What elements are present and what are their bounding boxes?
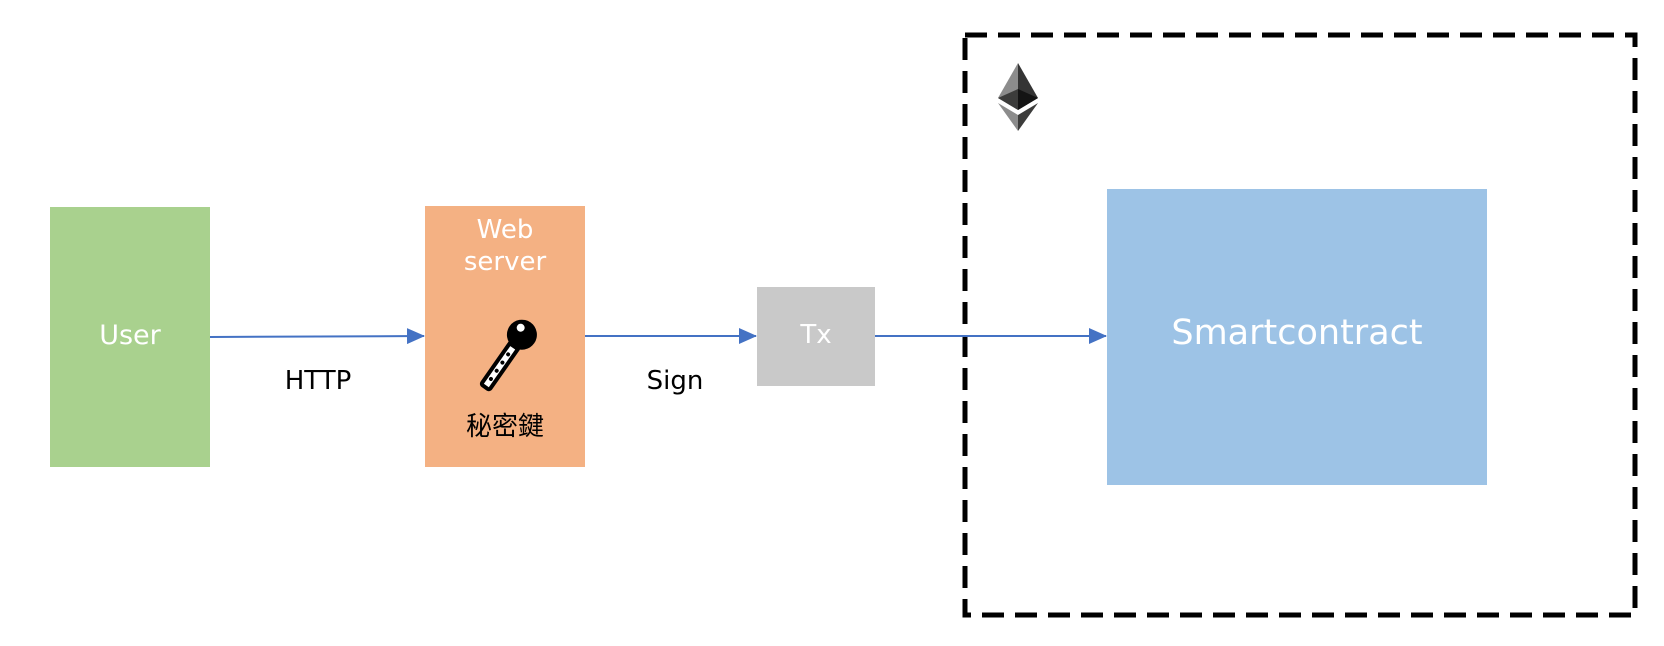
user-node: User — [50, 207, 210, 467]
user-label: User — [99, 320, 161, 351]
ethereum-logo-icon — [998, 63, 1038, 131]
web-server-label: Web server — [463, 215, 547, 277]
secret-key-label: 秘密鍵 — [465, 412, 544, 442]
arrow-user-to-web — [209, 328, 425, 345]
tx-label: Tx — [800, 320, 832, 350]
key-icon — [479, 319, 537, 392]
http-edge-label: HTTP — [284, 366, 352, 396]
sign-edge-label: Sign — [646, 366, 704, 396]
smartcontract-node: Smartcontract — [1107, 189, 1487, 485]
tx-node: Tx — [757, 287, 875, 386]
smartcontract-label: Smartcontract — [1171, 313, 1423, 353]
web-server-node: Web server 秘密鍵 — [425, 206, 585, 467]
network-boundary — [962, 32, 1638, 618]
